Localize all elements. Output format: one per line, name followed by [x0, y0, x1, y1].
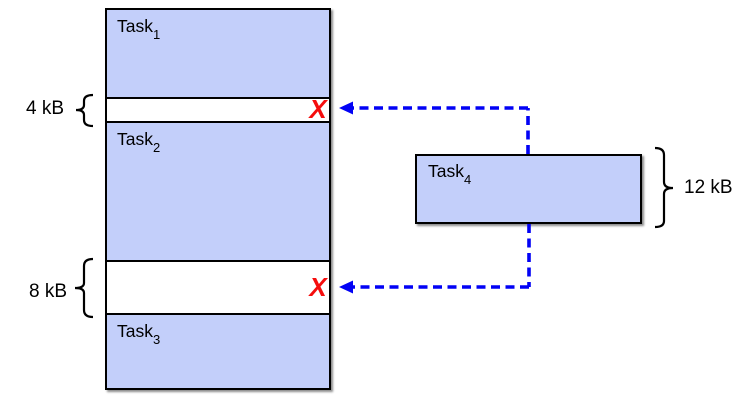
arrow-task4-to-4kb-gap — [339, 101, 530, 154]
task1-label: Task1 — [107, 10, 329, 41]
task4-subscript: 4 — [463, 171, 472, 187]
task4-size-label: 12 kB — [684, 177, 733, 198]
gap-size-label-8kb: 8 kB — [28, 281, 67, 302]
task4-label: Task4 — [417, 156, 640, 186]
gap-size-label-4kb: 4 kB — [25, 98, 64, 119]
reject-x-icon-8kb: X — [309, 272, 327, 302]
brace-12kb-icon — [654, 146, 674, 229]
task2-label: Task2 — [107, 123, 329, 154]
arrow-task4-to-8kb-gap — [339, 224, 531, 294]
memory-column: Task1 Task2 Task3 — [105, 8, 331, 390]
gap-8kb-block — [107, 262, 329, 315]
task2-block: Task2 — [107, 123, 329, 262]
task1-name: Task — [117, 16, 153, 36]
brace-4kb-icon — [75, 93, 94, 128]
task2-subscript: 2 — [152, 139, 161, 155]
arrowhead-left-icon — [339, 101, 353, 115]
brace-8kb-icon — [74, 257, 94, 319]
task4-name: Task — [428, 161, 464, 181]
arrowhead-left-icon — [339, 280, 353, 294]
task4-block: Task4 — [415, 154, 642, 224]
task2-name: Task — [117, 129, 153, 149]
reject-x-icon-4kb: X — [309, 94, 327, 124]
task3-subscript: 3 — [152, 331, 161, 347]
task1-block: Task1 — [107, 10, 329, 99]
task3-label: Task3 — [107, 315, 329, 346]
gap-4kb-block — [107, 99, 329, 123]
task3-block: Task3 — [107, 315, 329, 388]
task1-subscript: 1 — [152, 26, 161, 42]
task3-name: Task — [117, 321, 153, 341]
